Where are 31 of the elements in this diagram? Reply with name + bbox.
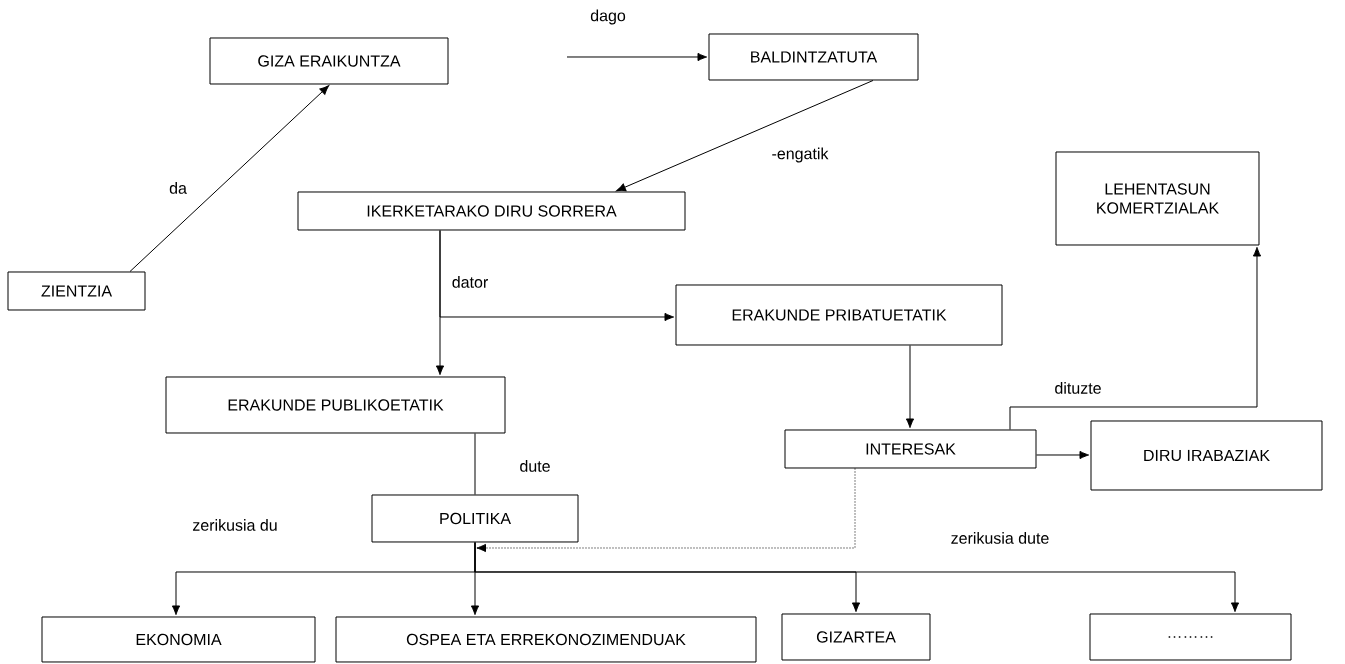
concept-box: LEHENTASUN KOMERTZIALAK xyxy=(1055,151,1260,246)
arrow xyxy=(616,80,874,192)
concept-box: INTERESAK xyxy=(784,429,1037,469)
arrow xyxy=(439,230,675,322)
concept-box: BALDINTZATUTA xyxy=(708,33,919,81)
concept-box: EKONOMIA xyxy=(41,616,316,663)
arrow xyxy=(566,52,708,62)
arrow xyxy=(476,468,856,553)
arrow xyxy=(474,542,1240,613)
arrow xyxy=(905,345,915,429)
concept-box: GIZA ERAIKUNTZA xyxy=(209,37,449,85)
concept-box: OSPEA ETA ERREKONOZIMENDUAK xyxy=(335,616,757,663)
edge-label: dator xyxy=(450,275,490,289)
arrow xyxy=(1009,246,1262,430)
edge-label: -engatik xyxy=(770,146,830,164)
edge-label: dute xyxy=(518,459,552,473)
edge-label: da xyxy=(168,181,188,195)
concept-box: POLITIKA xyxy=(371,494,579,543)
concept-box: GIZARTEA xyxy=(781,613,931,661)
edge-label: dituzte xyxy=(1053,381,1103,395)
concept-box: DIRU IRABAZIAK xyxy=(1090,420,1323,491)
concept-box: ERAKUNDE PUBLIKOETATIK xyxy=(165,376,506,434)
arrow xyxy=(1036,450,1090,460)
label-text: zerikusia dute xyxy=(951,532,1049,544)
concept-box: IKERKETARAKO DIRU SORRERA xyxy=(297,191,686,231)
arrow xyxy=(129,85,330,272)
concept-box: ZIENTZIA xyxy=(7,271,146,311)
concept-box: ……… xyxy=(1089,613,1292,661)
label-text: zerikusia du xyxy=(192,519,277,531)
concept-box: ERAKUNDE PRIBATUETATIK xyxy=(675,284,1003,346)
edge-label: dago xyxy=(589,8,627,26)
